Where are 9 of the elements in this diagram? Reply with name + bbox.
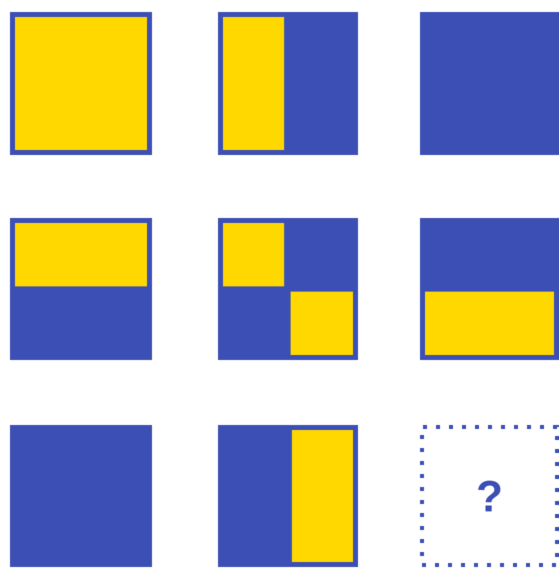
square-tile: [10, 425, 152, 567]
square-tile: [218, 425, 358, 567]
square-tile: [10, 218, 152, 360]
square-tile: [10, 12, 152, 155]
square-tile: [218, 218, 358, 360]
square-tile: [420, 12, 559, 155]
square-tile: [420, 218, 559, 360]
square-tile: [218, 12, 358, 155]
answer-box: ?: [420, 425, 559, 567]
